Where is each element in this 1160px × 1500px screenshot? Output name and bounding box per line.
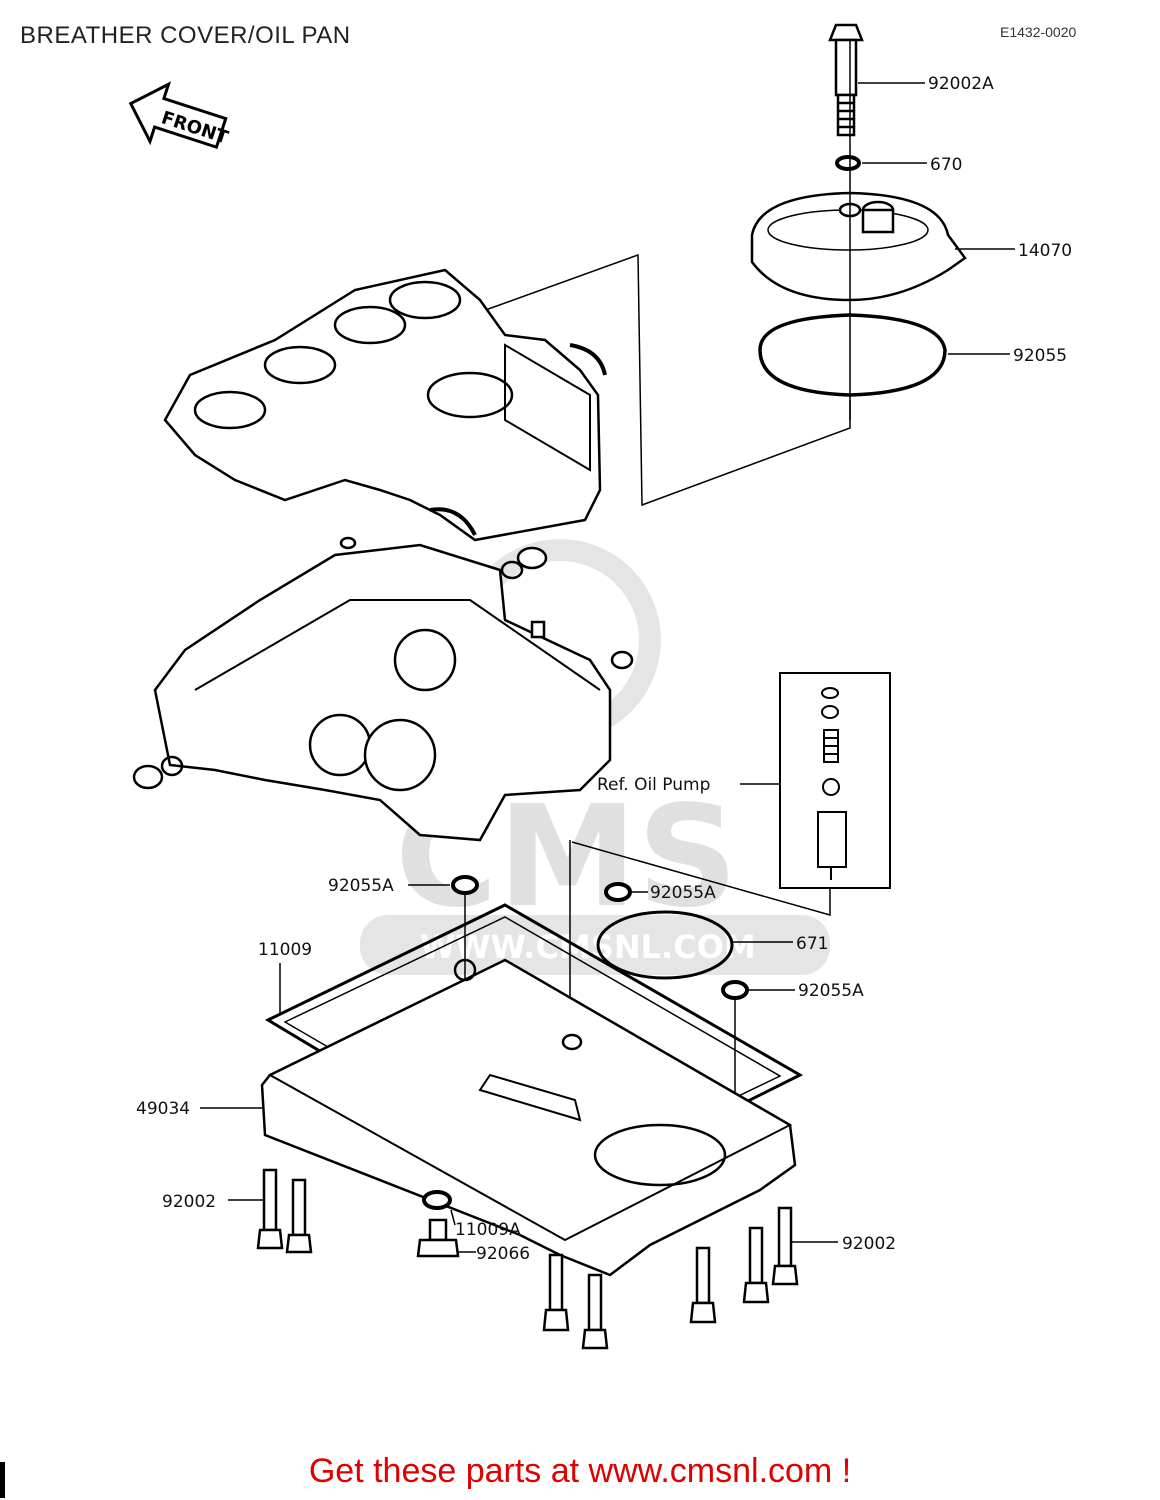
oring-icon <box>604 882 632 902</box>
part-label-49034: 49034 <box>136 1099 190 1119</box>
drain-plug-icon <box>416 1218 460 1258</box>
diagram-reference: E1432-0020 <box>1000 24 1077 40</box>
breather-gasket-icon <box>758 313 947 397</box>
oring-icon <box>721 980 749 1000</box>
part-label-92002A: 92002A <box>928 74 994 94</box>
edge-mark <box>0 1462 5 1498</box>
part-label-ref-oil-pump: Ref. Oil Pump <box>597 775 710 795</box>
breather-cover-icon <box>750 191 967 302</box>
part-label-92066: 92066 <box>476 1244 530 1264</box>
part-label-92002-left: 92002 <box>162 1192 216 1212</box>
part-label-92055A-right: 92055A <box>798 981 864 1001</box>
pan-bolt-icon <box>542 1206 799 1350</box>
footer-link[interactable]: Get these parts at www.cmsnl.com ! <box>308 1452 852 1490</box>
front-arrow-icon: FRONT <box>128 81 231 150</box>
watermark-url: WWW.CMSNL.COM <box>420 928 756 966</box>
part-label-671: 671 <box>796 934 828 954</box>
breather-bolt-icon <box>828 23 864 137</box>
assembly-lines-upper <box>479 40 851 507</box>
part-label-92002-right: 92002 <box>842 1234 896 1254</box>
part-label-11009: 11009 <box>258 940 312 960</box>
part-label-92055A-left: 92055A <box>328 876 394 896</box>
part-label-92055A-mid: 92055A <box>650 883 716 903</box>
lower-crankcase-icon <box>132 536 634 842</box>
part-label-14070: 14070 <box>1018 241 1072 261</box>
washer-icon <box>835 155 861 171</box>
oil-pump-reference-box <box>779 672 891 889</box>
part-label-670: 670 <box>930 155 962 175</box>
page-title: BREATHER COVER/OIL PAN <box>20 22 351 49</box>
upper-crankcase-icon <box>163 268 607 542</box>
pan-bolt-icon <box>256 1168 313 1254</box>
oring-671-icon <box>596 910 734 980</box>
oil-pan-icon <box>260 958 797 1277</box>
part-label-92055: 92055 <box>1013 346 1067 366</box>
drain-gasket-icon <box>422 1190 452 1210</box>
oring-icon <box>451 875 479 895</box>
part-label-11009A: 11009A <box>455 1220 521 1240</box>
